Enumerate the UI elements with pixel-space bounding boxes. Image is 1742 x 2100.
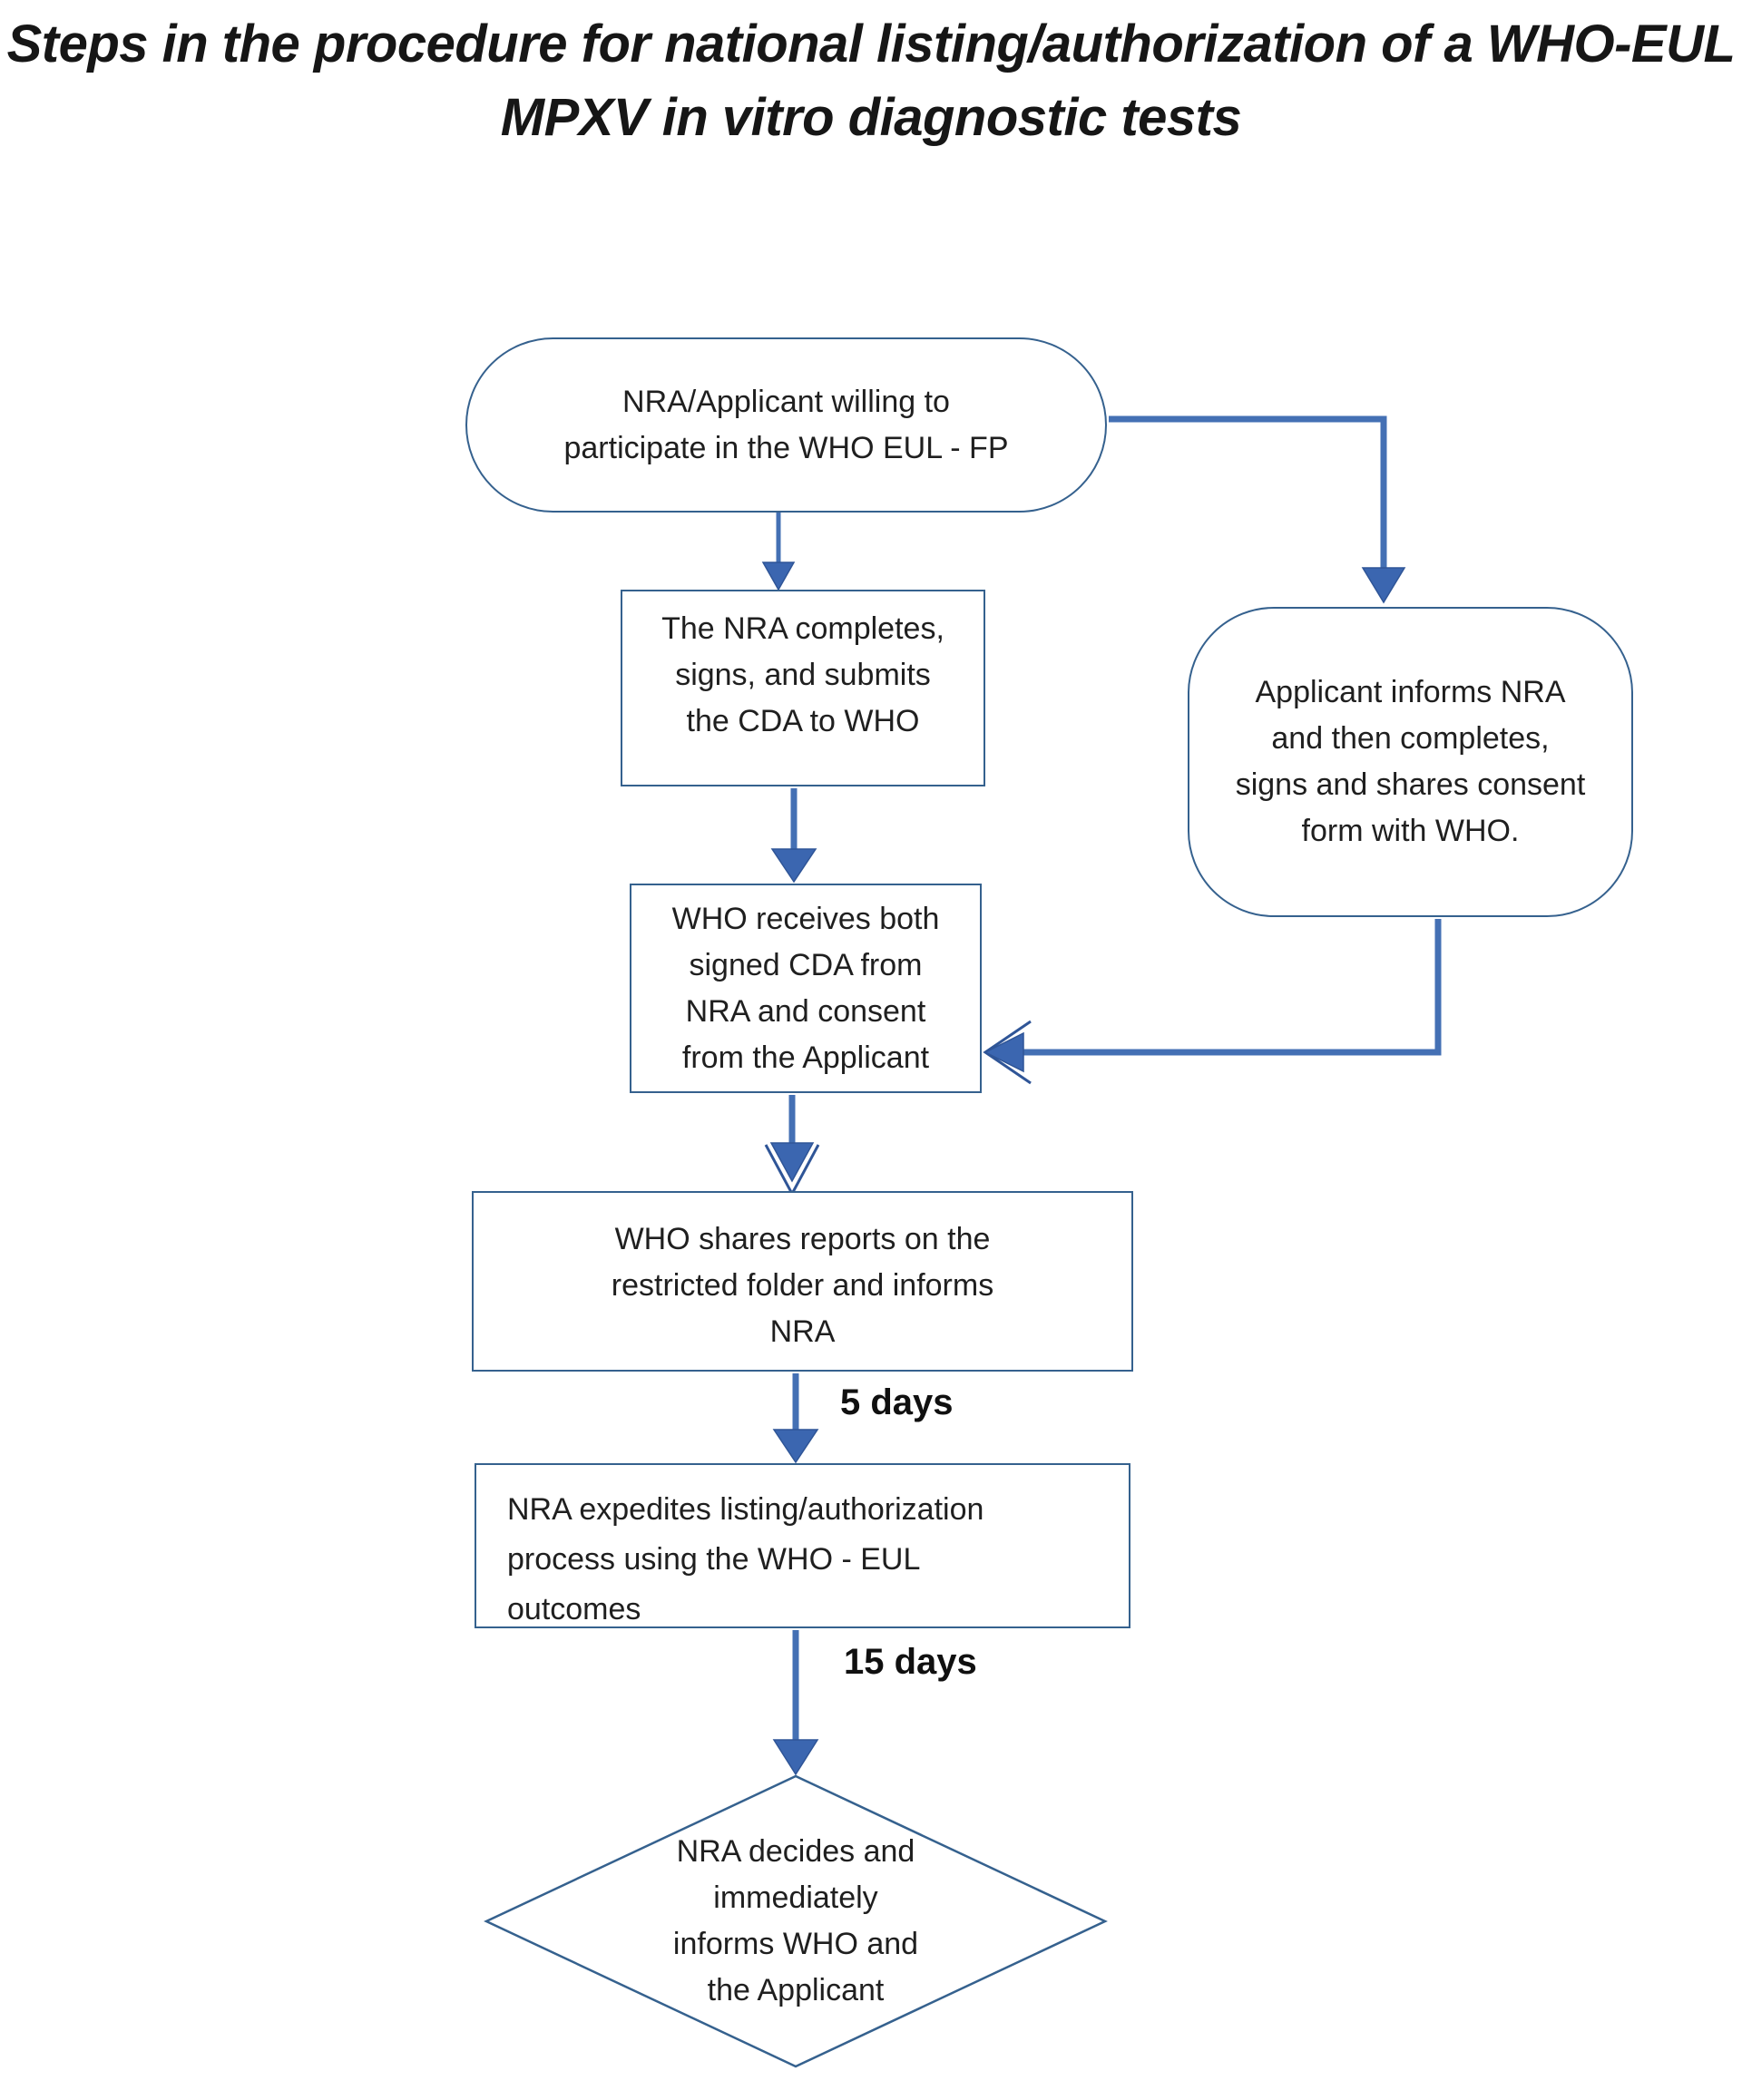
node-who-shares-reports-label: WHO shares reports on the restricted fol… (611, 1222, 994, 1349)
node-nra-decides-label: NRA decides and immediately informs WHO … (672, 1834, 919, 2007)
node-nra-completes-cda-label: The NRA completes, signs, and submits th… (661, 611, 944, 738)
arrow-start-to-cda (761, 511, 796, 591)
node-nra-decides: NRA decides and immediately informs WHO … (637, 1812, 954, 2030)
node-who-receives-label: WHO receives both signed CDA from NRA an… (671, 901, 940, 1075)
decision-diamond-shape (484, 1774, 1108, 2068)
arrow-start-to-applicant (1109, 415, 1406, 604)
node-who-receives: WHO receives both signed CDA from NRA an… (630, 884, 982, 1093)
node-nra-completes-cda: The NRA completes, signs, and submits th… (621, 590, 985, 786)
node-nra-expedites-label: NRA expedites listing/authorization proc… (507, 1492, 984, 1627)
node-start-label: NRA/Applicant willing to participate in … (563, 384, 1009, 465)
node-applicant-consent-label: Applicant informs NRA and then completes… (1235, 675, 1586, 848)
node-applicant-consent: Applicant informs NRA and then completes… (1188, 607, 1633, 917)
node-nra-expedites: NRA expedites listing/authorization proc… (475, 1463, 1130, 1628)
page-title: Steps in the procedure for national list… (6, 15, 1736, 148)
arrow-shares-to-expedites (772, 1373, 819, 1464)
arrow-applicant-to-receives (983, 919, 1442, 1085)
node-start: NRA/Applicant willing to participate in … (465, 337, 1107, 513)
arrow-cda-to-receives (770, 788, 817, 884)
edge-label-15-days: 15 days (844, 1642, 977, 1682)
arrow-expedites-to-decision (772, 1630, 819, 1776)
node-who-shares-reports: WHO shares reports on the restricted fol… (472, 1191, 1133, 1372)
arrow-receives-to-shares (764, 1095, 820, 1197)
edge-label-5-days: 5 days (840, 1382, 954, 1422)
